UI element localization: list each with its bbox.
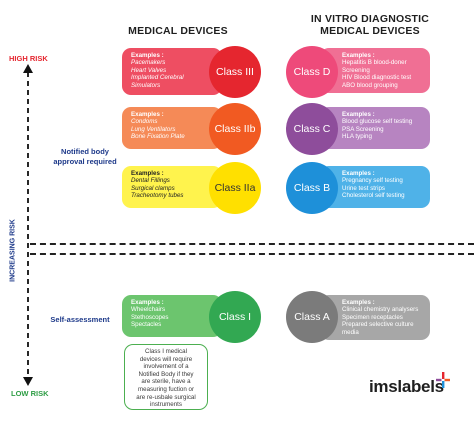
example-item: HIV Blood diagnostic test [342, 74, 412, 82]
card-head: Examples : [131, 299, 164, 306]
example-item: ABO blood grouping [342, 81, 398, 89]
example-item: PSA Screening [342, 125, 384, 133]
example-item: Bone Fixation Plate [131, 133, 185, 141]
class-i-card: Examples : Wheelchairs Stethoscopes Spec… [122, 295, 222, 337]
notified-body-line1: Notified body [61, 147, 109, 156]
note-line: measuring fuction or [137, 385, 195, 393]
card-head: Examples : [342, 111, 375, 118]
example-item: HLA typing [342, 133, 372, 141]
high-risk-label: HIGH RISK [9, 54, 48, 63]
class-iia-card: Examples : Dental Fillings Surgical clam… [122, 166, 222, 208]
example-item: Clinical chemistry analysers [342, 306, 419, 314]
note-line: are sterile, have a [141, 378, 191, 386]
card-head: Examples : [131, 170, 164, 177]
note-line: instruments [150, 401, 182, 409]
class-iib-circle: Class IIb [209, 103, 261, 155]
class-iib-card: Examples : Condoms Lung Ventilators Bone… [122, 107, 222, 149]
example-item: Simulators [131, 81, 161, 89]
example-item: Wheelchairs [131, 306, 166, 314]
class-c-circle: Class C [286, 103, 338, 155]
card-head: Examples : [342, 170, 375, 177]
notified-body-label: Notified body approval required [42, 147, 128, 167]
self-assessment-label: Self-assessment [50, 315, 110, 324]
class-a-card: Examples : Clinical chemistry analysers … [320, 295, 430, 340]
card-head: Examples : [342, 299, 375, 306]
class-b-card: Examples : Pregnancy self testing Urine … [320, 166, 430, 208]
example-item: Implanted Cerebral [131, 74, 184, 82]
example-item: Spectacles [131, 321, 162, 329]
note-line: devices will require [139, 355, 193, 363]
example-item: Heart Valves [131, 66, 167, 74]
divider-line-lower [30, 253, 474, 255]
note-line: involvement of a [143, 363, 189, 371]
class-i-note: Class I medical devices will require inv… [124, 344, 208, 410]
note-line: Notified Body if they [138, 370, 194, 378]
example-item: Urine test strips [342, 184, 385, 192]
class-iia-circle: Class IIa [209, 162, 261, 214]
imslabels-logo: imslabels [369, 372, 450, 407]
example-item: Surgical clamps [131, 184, 175, 192]
logo-plus-icon [436, 372, 450, 388]
class-iii-card: Examples : Pacemakers Heart Valves Impla… [122, 48, 222, 95]
class-d-card: Examples : Hepatitis B blood-doner Scree… [320, 48, 430, 93]
class-b-circle: Class B [286, 162, 338, 214]
example-item: Screening [342, 66, 370, 74]
class-iii-circle: Class III [209, 46, 261, 98]
arrow-up-head [23, 64, 33, 73]
example-item: Cholesterol self testing [342, 192, 405, 200]
class-i-circle: Class I [209, 291, 261, 343]
divider-line-upper [30, 243, 474, 245]
class-d-circle: Class D [286, 46, 338, 98]
low-risk-label: LOW RISK [11, 389, 49, 398]
note-line: Class I medical [145, 348, 187, 355]
class-a-circle: Class A [286, 291, 338, 343]
notified-body-line2: approval required [53, 157, 117, 166]
class-c-card: Examples : Blood glucose self testing PS… [320, 107, 430, 149]
ivd-title-line1: IN VITRO DIAGNOSTIC [310, 13, 430, 25]
card-head: Examples : [131, 111, 164, 118]
example-item: Pacemakers [131, 59, 166, 67]
example-item: Pregnancy self testing [342, 177, 403, 185]
example-item: Stethoscopes [131, 313, 169, 321]
example-item: Tracheotomy tubes [131, 192, 184, 200]
example-item: Prepared selective culture [342, 321, 414, 329]
example-item: Specimen receptacles [342, 313, 403, 321]
card-head: Examples : [342, 52, 375, 59]
note-line: are re-usbale surgical [136, 393, 196, 401]
example-item: Lung Ventilators [131, 125, 176, 133]
ivd-title: IN VITRO DIAGNOSTIC MEDICAL DEVICES [290, 13, 450, 37]
logo-text: imslabels [369, 377, 444, 396]
example-item: Condoms [131, 118, 158, 126]
example-item: Blood glucose self testing [342, 118, 413, 126]
increasing-risk-label: INCREASING RISK [9, 219, 17, 282]
ivd-title-line2: MEDICAL DEVICES [320, 25, 420, 37]
arrow-down-head [23, 377, 33, 386]
example-item: Hepatitis B blood-doner [342, 59, 407, 67]
example-item: Dental Fillings [131, 177, 170, 185]
example-item: media [342, 328, 359, 336]
risk-axis-arrow [23, 64, 33, 386]
medical-devices-title: MEDICAL DEVICES [128, 25, 228, 37]
card-head: Examples : [131, 52, 164, 59]
